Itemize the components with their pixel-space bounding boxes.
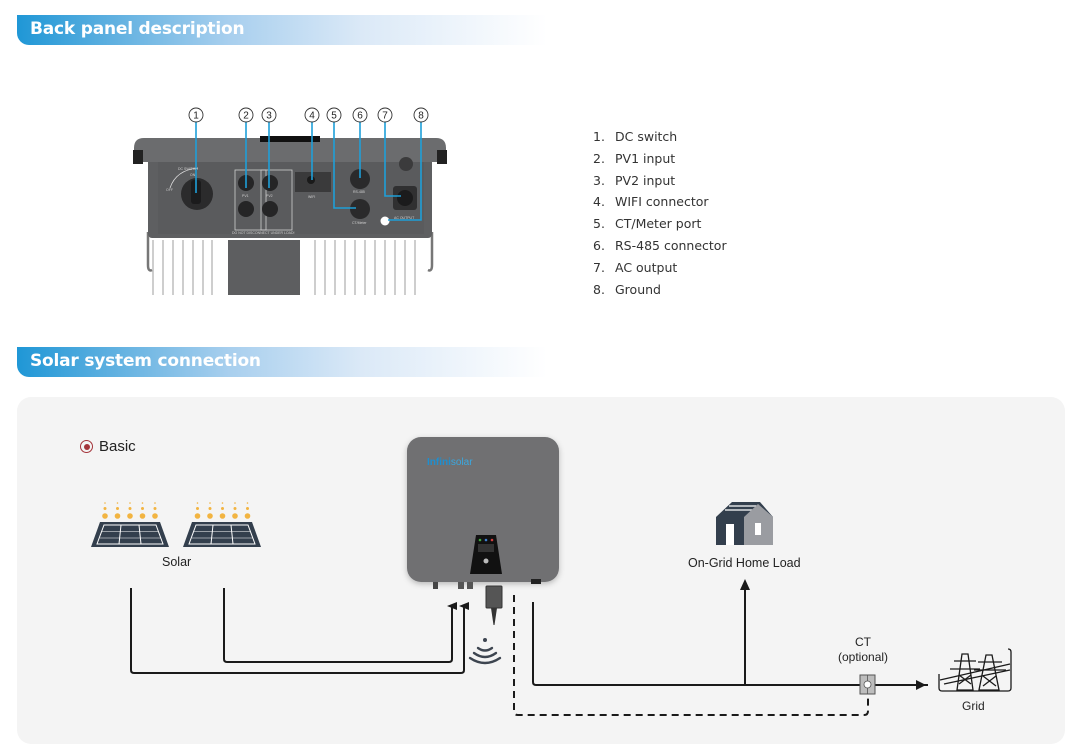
- ground-terminal: [380, 216, 390, 226]
- home-load-label: On-Grid Home Load: [688, 556, 801, 570]
- marking-pv2: PV2: [266, 194, 273, 198]
- pv-port-1: [458, 582, 464, 589]
- rs485-port: [350, 169, 370, 189]
- section-header-back-panel: Back panel description: [17, 15, 547, 45]
- marking-off: OFF: [166, 188, 173, 192]
- ct-label: CT (optional): [838, 635, 888, 665]
- grid-tower-icon: [938, 648, 1012, 692]
- component-item: 5.CT/Meter port: [593, 216, 702, 232]
- solar-panel-icon-1: [91, 502, 169, 547]
- dc-switch-arc: [169, 167, 199, 189]
- heatsink-fins: [152, 240, 416, 295]
- callout-6: 6: [357, 111, 363, 122]
- mode-label: Basic: [99, 438, 136, 455]
- inverter-brand: Infinisolar: [427, 457, 473, 468]
- section-title: Back panel description: [30, 19, 245, 39]
- pv-port-2: [467, 582, 473, 589]
- component-item: 7.AC output: [593, 259, 678, 275]
- callout-2: 2: [243, 111, 249, 122]
- component-item: 4.WIFI connector: [593, 194, 709, 210]
- marking-rs485: RS-485: [353, 190, 365, 194]
- marking-on: ON: [190, 173, 196, 177]
- ct-label-line2: (optional): [838, 650, 889, 664]
- lip-end-left: [133, 150, 143, 164]
- callout-markers: 1 2 3 4 5 6 7 8: [188, 107, 429, 123]
- callout-4: 4: [309, 111, 315, 122]
- ct-clamp-icon: [859, 674, 876, 695]
- mount-hook-left: [146, 232, 153, 272]
- dongle-antenna: [491, 608, 497, 625]
- ac-output-socket: [397, 190, 413, 206]
- marking-dc-switch: DC SWITCH: [178, 167, 198, 171]
- lcd-screen: [478, 544, 494, 552]
- led-green: [478, 538, 482, 542]
- mode-basic: Basic: [80, 438, 136, 455]
- callout-3: 3: [266, 111, 272, 122]
- component-item: 2.PV1 input: [593, 150, 676, 166]
- mount-post: [228, 240, 300, 295]
- section-title: Solar system connection: [30, 351, 261, 371]
- callout-lines: [195, 122, 422, 221]
- led-blue: [484, 538, 488, 542]
- component-item: 8.Ground: [593, 281, 661, 297]
- pv2-plus-connector: [262, 175, 278, 191]
- touch-button: [483, 558, 489, 564]
- marking-warning: DO NOT DISCONNECT UNDER LOAD!: [232, 231, 295, 235]
- solar-panel-icon-2: [183, 502, 261, 547]
- mount-hook-right: [427, 232, 434, 272]
- marking-ct-meter: CT/Meter: [352, 221, 367, 225]
- device-markings: DC SWITCH ON OFF PV1 PV2 WIFI RS-485 CT/…: [166, 167, 415, 235]
- led-red: [490, 538, 494, 542]
- wifi-signal-icon: [468, 638, 502, 665]
- marking-wifi: WIFI: [308, 195, 315, 199]
- solar-label: Solar: [162, 555, 192, 569]
- wifi-port-hole: [307, 176, 315, 184]
- pv1-minus-connector: [238, 201, 254, 217]
- grid-arrowhead: [916, 680, 926, 690]
- marking-ac-output: AC OUTPUT: [394, 216, 415, 220]
- home-load-arrowhead: [740, 579, 750, 590]
- component-item: 3.PV2 input: [593, 172, 676, 188]
- inverter-unit: Infinisolar: [407, 437, 559, 625]
- inverter-lip: [134, 138, 446, 162]
- callout-1: 1: [193, 111, 199, 122]
- component-item: 1.DC switch: [593, 129, 678, 144]
- ac-port: [531, 579, 541, 584]
- pv2-minus-connector: [262, 201, 278, 217]
- ac-output-wire: [532, 602, 922, 686]
- component-list: 1.DC switch 2.PV1 input 3.PV2 input 4.WI…: [593, 128, 727, 302]
- ct-meter-port: [350, 199, 370, 219]
- radio-selected-icon: [80, 440, 93, 453]
- pv2-box: [260, 169, 293, 231]
- callout-7: 7: [382, 111, 388, 122]
- callout-8: 8: [418, 111, 424, 122]
- sun-dots: [194, 502, 251, 519]
- home-icon: [716, 502, 773, 545]
- top-label-strip: [260, 136, 320, 142]
- callout-5: 5: [331, 111, 337, 122]
- pv1-box: [234, 169, 267, 231]
- port-a: [433, 582, 438, 589]
- ct-signal-wire: [513, 595, 869, 716]
- component-item: 6.RS-485 connector: [593, 237, 727, 253]
- inverter-body: [407, 437, 559, 582]
- sun-dots: [102, 502, 158, 519]
- section-header-solar-connection: Solar system connection: [17, 347, 547, 377]
- vent-plug: [399, 157, 413, 171]
- ct-label-line1: CT: [855, 635, 872, 649]
- pv-wire-2: [223, 588, 457, 663]
- grid-label: Grid: [962, 699, 985, 713]
- back-panel-illustration: 1 2 3 4 5 6 7 8 DC SWITCH ON OFF PV1 PV2…: [133, 107, 447, 295]
- lip-end-right: [437, 150, 447, 164]
- marking-pv1: PV1: [242, 194, 249, 198]
- wifi-dongle: [485, 585, 503, 609]
- pv-wire-1: [130, 588, 469, 674]
